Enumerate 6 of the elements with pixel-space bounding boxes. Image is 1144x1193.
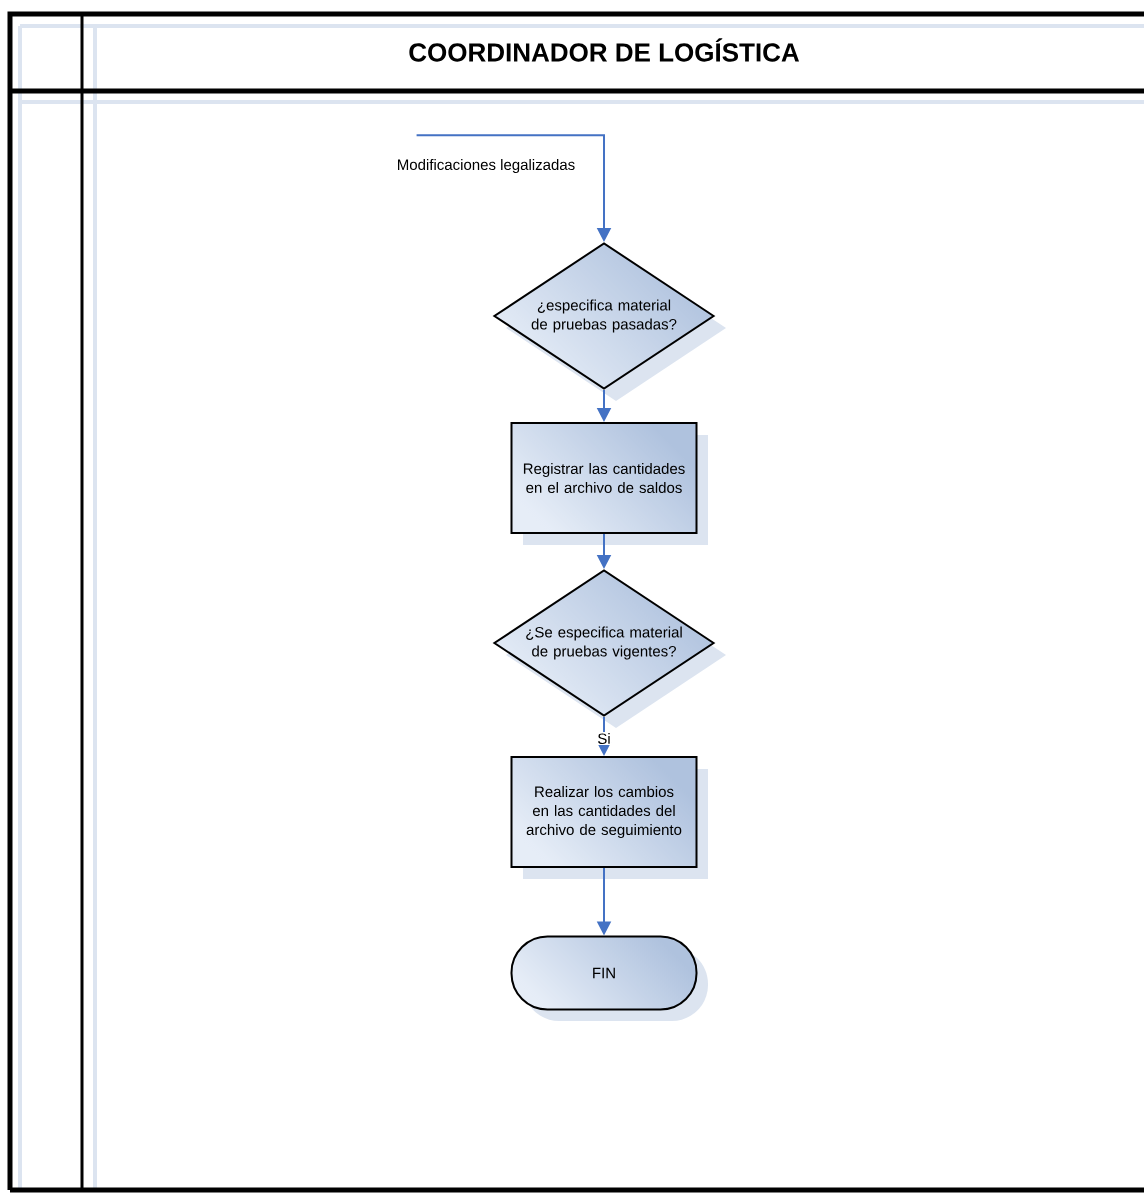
edge-label: Si (598, 733, 610, 744)
process-box: Realizar los cambios en las cantidades del archivo de seguimiento (510, 756, 708, 879)
end-terminal: FIN (510, 935, 708, 1021)
process-box: Registrar las cantidades en el archivo de saldos (510, 422, 708, 545)
start-label: Modificaciones legalizadas (398, 159, 575, 173)
lane-title: COORDINADOR DE LOGÍSTICA (409, 38, 800, 62)
